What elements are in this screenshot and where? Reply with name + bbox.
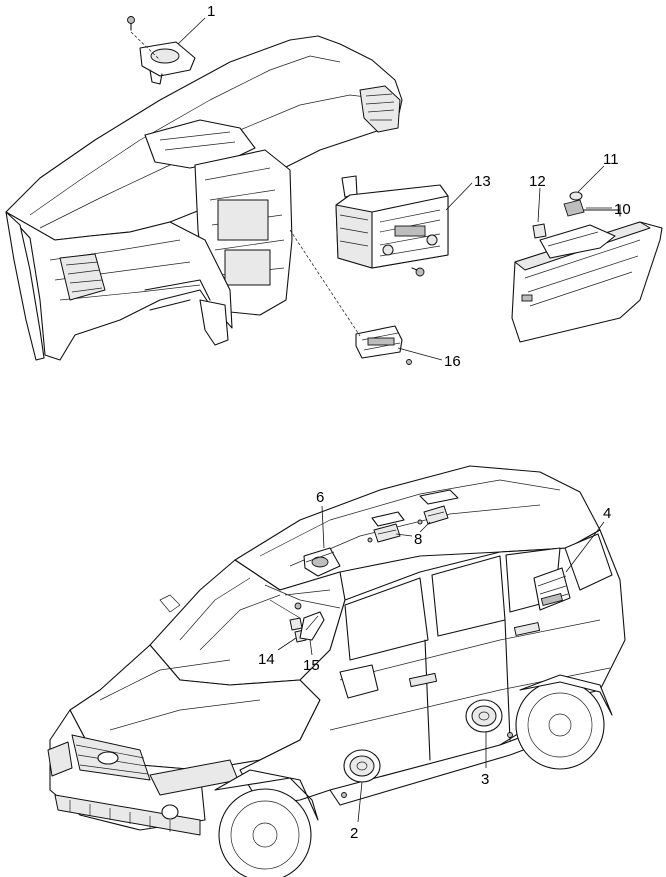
part-14-15-windshield-items [277,602,325,656]
part-13-radio [335,182,473,277]
callout-15: 15 [303,657,320,674]
part-3-rear-speaker [465,699,513,768]
part-6-overhead-console [303,505,341,577]
dashboard-assembly [5,35,403,361]
callout-12: 12 [529,173,546,190]
callout-16: 16 [444,353,461,370]
part-1-dash-sensor [127,16,206,85]
part-4-rear-module [533,521,605,611]
part-8-roof-items [367,505,449,543]
callout-13: 13 [474,173,491,190]
glovebox-assembly [511,165,663,343]
part-2-front-speaker [341,749,381,823]
callout-6: 6 [316,489,324,506]
callout-11: 11 [603,151,619,168]
callout-1: 1 [207,3,215,20]
vehicle-body [47,465,626,877]
part-16-switch-module [289,229,443,365]
callout-14: 14 [258,651,275,668]
callout-4: 4 [603,505,611,522]
callout-2: 2 [350,825,358,842]
callout-10: 10 [614,201,631,218]
callout-8: 8 [414,531,422,548]
callout-3: 3 [481,771,489,788]
